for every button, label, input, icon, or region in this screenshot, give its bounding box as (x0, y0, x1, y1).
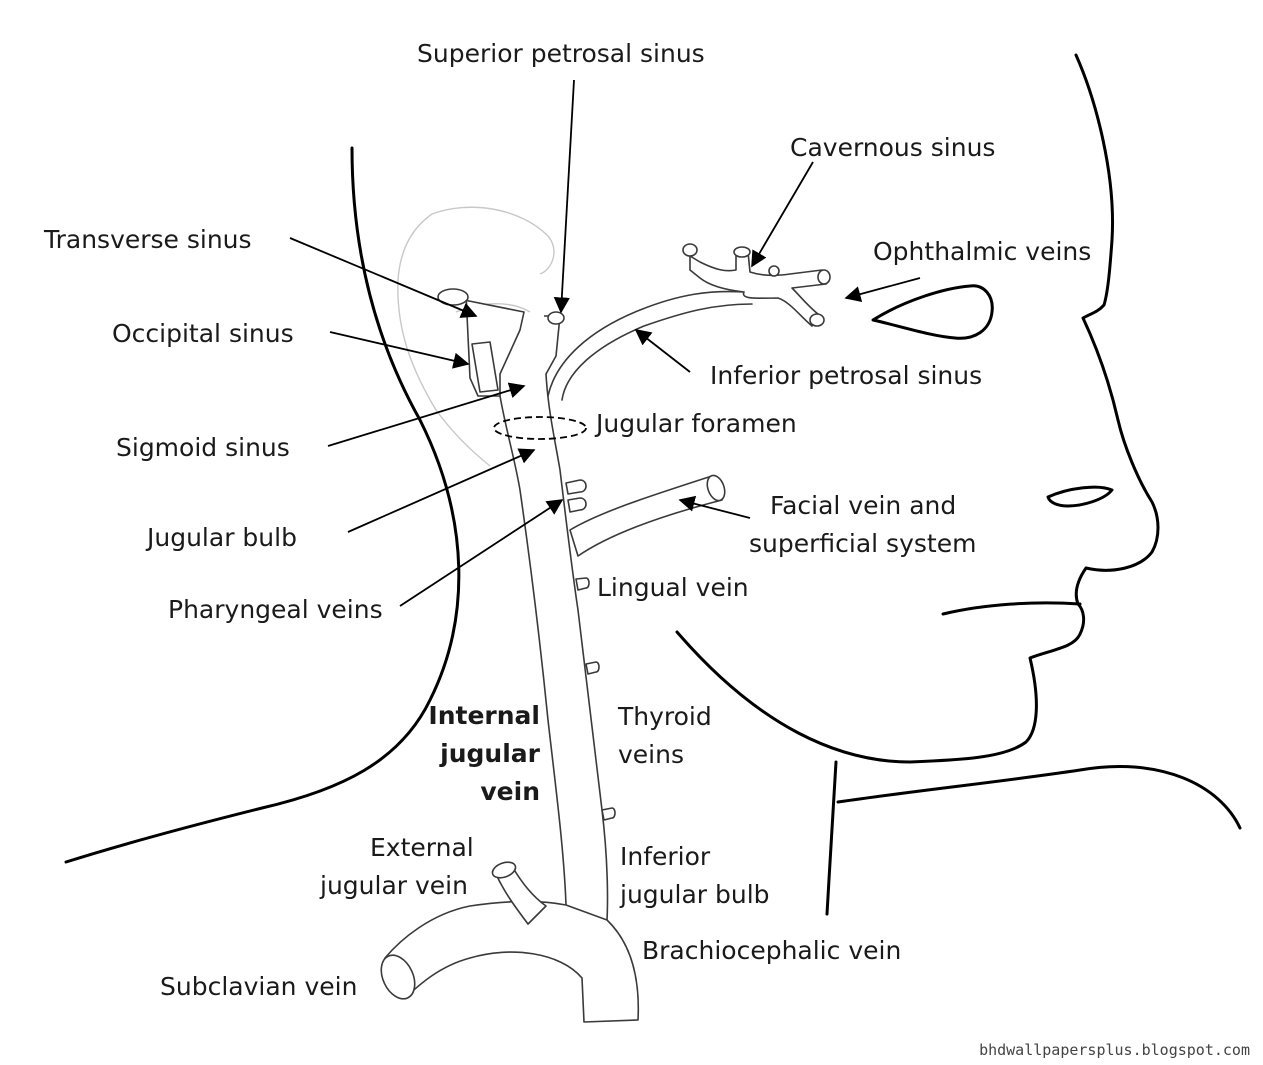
nostril-outline (1046, 485, 1114, 508)
arrow-inferior-petrosal (634, 329, 691, 373)
label-lingual-vein: Lingual vein (597, 573, 749, 602)
pharyngeal-vein-upper (565, 479, 587, 495)
veins (380, 243, 831, 1023)
label-brachiocephalic-vein: Brachiocephalic vein (642, 936, 901, 965)
label-inferior-bulb-line2: jugular bulb (619, 880, 770, 909)
label-inferior-petrosal-sinus: Inferior petrosal sinus (710, 361, 982, 390)
label-inferior-bulb-line1: Inferior (620, 842, 711, 871)
thyroid-vein-stub-lower (601, 807, 616, 821)
inferior-petrosal-inner (561, 303, 753, 401)
watermark-text: bhdwallpapersplus.blogspot.com (979, 1041, 1250, 1059)
arrow-ophthalmic (844, 277, 921, 303)
superior-petrosal-vessel (544, 315, 561, 375)
brachiocephalic-vessel (384, 900, 640, 1023)
ijv-right-wall (545, 373, 609, 921)
facial-vein-vessel (569, 475, 723, 557)
labels: Superior petrosal sinus Cavernous sinus … (43, 39, 1091, 1001)
pharyngeal-vein-lower (567, 497, 587, 513)
ophthalmic-tube-upper (817, 269, 831, 285)
external-jugular-opening (491, 861, 517, 879)
front-neck-outline (825, 760, 838, 916)
arrow-superior-petrosal (553, 79, 575, 314)
ijv-left-wall (499, 395, 567, 906)
label-transverse-sinus: Transverse sinus (43, 225, 252, 254)
label-internal-jugular-line2: jugular (439, 739, 541, 768)
label-sigmoid-sinus: Sigmoid sinus (116, 433, 290, 462)
back-of-head-outline (64, 146, 461, 864)
label-cavernous-sinus: Cavernous sinus (790, 133, 995, 162)
eye-outline (871, 284, 994, 340)
label-pharyngeal-veins: Pharyngeal veins (168, 595, 383, 624)
label-thyroid-line2: veins (618, 740, 684, 769)
arrow-jugular-bulb (347, 448, 536, 533)
arrow-transverse (289, 237, 478, 318)
arrow-sigmoid (327, 382, 526, 447)
cavernous-tube-top-left (682, 243, 698, 257)
label-internal-jugular-line1: Internal (428, 701, 540, 730)
cavernous-small-branch (768, 265, 780, 277)
cavernous-tube-top (733, 246, 751, 258)
label-external-jugular-line2: jugular vein (319, 871, 468, 900)
label-superior-petrosal-sinus: Superior petrosal sinus (417, 39, 705, 68)
collar-outline (836, 765, 1242, 830)
face-profile-outline (675, 53, 1160, 764)
head-outline (64, 53, 1242, 916)
pointer-arrows (289, 79, 921, 607)
lingual-vein-stub (575, 577, 590, 591)
label-internal-jugular-line3: vein (480, 777, 540, 806)
occipital-sinus-vessel (471, 341, 499, 393)
thyroid-vein-stub-upper (585, 661, 600, 675)
arrow-cavernous (751, 161, 814, 268)
transverse-sinus-opening (437, 288, 469, 306)
label-external-jugular-line1: External (370, 833, 474, 862)
inferior-petrosal-outer (547, 290, 745, 397)
external-jugular-vessel (495, 865, 547, 925)
facial-vein-opening (706, 474, 726, 502)
label-jugular-foramen: Jugular foramen (594, 409, 797, 438)
arrow-occipital (329, 331, 470, 369)
subclavian-vein-opening (380, 954, 416, 1000)
label-thyroid-line1: Thyroid (617, 702, 712, 731)
ophthalmic-tube-lower (809, 313, 825, 327)
label-jugular-bulb: Jugular bulb (145, 523, 297, 552)
arrow-facial (678, 495, 751, 519)
lip-outline (941, 601, 1082, 616)
cavernous-sinus-vessel (689, 251, 827, 327)
superior-petrosal-opening (547, 311, 565, 325)
label-facial-vein-line1: Facial vein and (770, 491, 956, 520)
label-subclavian-vein: Subclavian vein (160, 972, 357, 1001)
label-occipital-sinus: Occipital sinus (112, 319, 294, 348)
arrow-pharyngeal (399, 499, 564, 607)
label-ophthalmic-veins: Ophthalmic veins (873, 237, 1091, 266)
jugular-foramen-ring (493, 416, 587, 440)
label-facial-vein-line2: superficial system (749, 529, 976, 558)
